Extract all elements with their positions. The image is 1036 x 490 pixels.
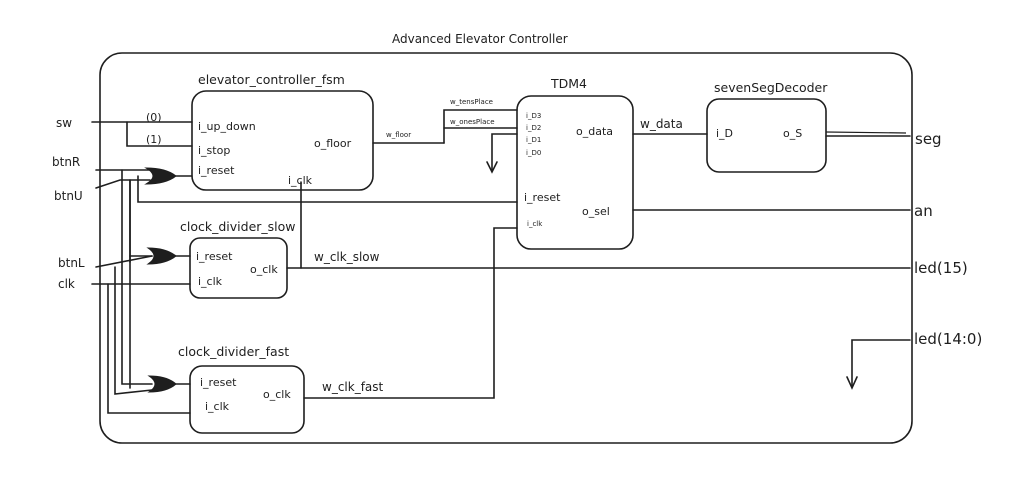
- decoder-title: sevenSegDecoder: [714, 80, 828, 95]
- wire-label-w-data: w_data: [640, 117, 683, 131]
- wire-tdm4-unused: [491, 133, 518, 171]
- wire-btnL-slow: [95, 255, 153, 268]
- fsm-port-o-floor: o_floor: [314, 137, 352, 150]
- clk-slow-title: clock_divider_slow: [180, 219, 296, 234]
- input-label-clk: clk: [58, 277, 75, 291]
- wire-label-w-clk-fast: w_clk_fast: [322, 380, 384, 394]
- input-label-btnR: btnR: [52, 155, 80, 169]
- wire-label-w-tensplace: w_tensPlace: [450, 98, 493, 106]
- clk-fast-port-i-reset: i_reset: [200, 376, 237, 389]
- wire-tensplace: [443, 109, 518, 144]
- wire-btnL-fast: [114, 266, 153, 395]
- input-label-btnU: btnU: [54, 189, 83, 203]
- wire-btnR-fast: [121, 169, 153, 385]
- output-label-an: an: [914, 202, 933, 220]
- clk-fast-port-o-clk: o_clk: [263, 388, 291, 401]
- decoder-port-i-d: i_D: [716, 127, 733, 140]
- wire-reset-tdm4: [137, 175, 518, 203]
- fsm-port-i-stop: i_stop: [198, 144, 230, 157]
- tdm4-port-i-d2: i_D2: [526, 124, 541, 132]
- wire-led14-0: [851, 339, 911, 387]
- tdm4-port-i-d3: i_D3: [526, 112, 541, 120]
- reset-or-gate-slow: [146, 247, 177, 265]
- tdm4-port-i-d1: i_D1: [526, 136, 541, 144]
- reset-or-gate-fast: [147, 375, 177, 393]
- top-level-module-border: [99, 52, 913, 444]
- output-label-led14-0: led(14:0): [914, 330, 982, 348]
- wire-seg-bus: [825, 131, 907, 134]
- fsm-title: elevator_controller_fsm: [198, 72, 345, 87]
- fsm-port-i-clk: i_clk: [288, 174, 313, 187]
- output-label-seg: seg: [915, 130, 942, 148]
- tdm4-title: TDM4: [550, 76, 587, 91]
- decoder-port-o-s: o_S: [783, 127, 802, 140]
- sw-bit-1-label: (1): [146, 133, 162, 146]
- clk-slow-port-o-clk: o_clk: [250, 263, 278, 276]
- diagram-title: Advanced Elevator Controller: [392, 32, 568, 46]
- fsm-port-i-up-down: i_up_down: [198, 120, 256, 133]
- tdm4-port-i-reset: i_reset: [524, 191, 561, 204]
- output-label-led15: led(15): [914, 259, 968, 277]
- fsm-block: [191, 90, 374, 191]
- ground-arrow-tdm4: [486, 161, 498, 174]
- clk-fast-port-i-clk: i_clk: [205, 400, 230, 413]
- input-label-btnL: btnL: [58, 256, 85, 270]
- reset-or-gate-top: [144, 167, 177, 185]
- wire-label-w-clk-slow: w_clk_slow: [314, 250, 380, 264]
- tdm4-port-i-clk: i_clk: [527, 220, 543, 228]
- clk-fast-title: clock_divider_fast: [178, 344, 289, 359]
- wire-clk-fast: [107, 283, 191, 414]
- ground-arrow-led: [846, 376, 858, 390]
- tdm4-port-o-sel: o_sel: [582, 205, 610, 218]
- clk-slow-port-i-reset: i_reset: [196, 250, 233, 263]
- clk-slow-port-i-clk: i_clk: [198, 275, 223, 288]
- wire-label-w-onesplace: w_onesPlace: [450, 118, 495, 126]
- tdm4-port-i-d0: i_D0: [526, 149, 541, 157]
- wire-w-clk-fast: [303, 227, 518, 399]
- wire-btnU: [95, 179, 151, 189]
- wire-label-w-floor: w_floor: [386, 131, 411, 139]
- tdm4-block: [516, 95, 634, 250]
- tdm4-port-o-data: o_data: [576, 125, 613, 138]
- fsm-port-i-reset: i_reset: [198, 164, 235, 177]
- sw-bit-0-label: (0): [146, 111, 162, 124]
- clock-divider-fast-block: [189, 365, 305, 434]
- input-label-sw: sw: [56, 116, 72, 130]
- wire-sw-stop: [126, 121, 193, 147]
